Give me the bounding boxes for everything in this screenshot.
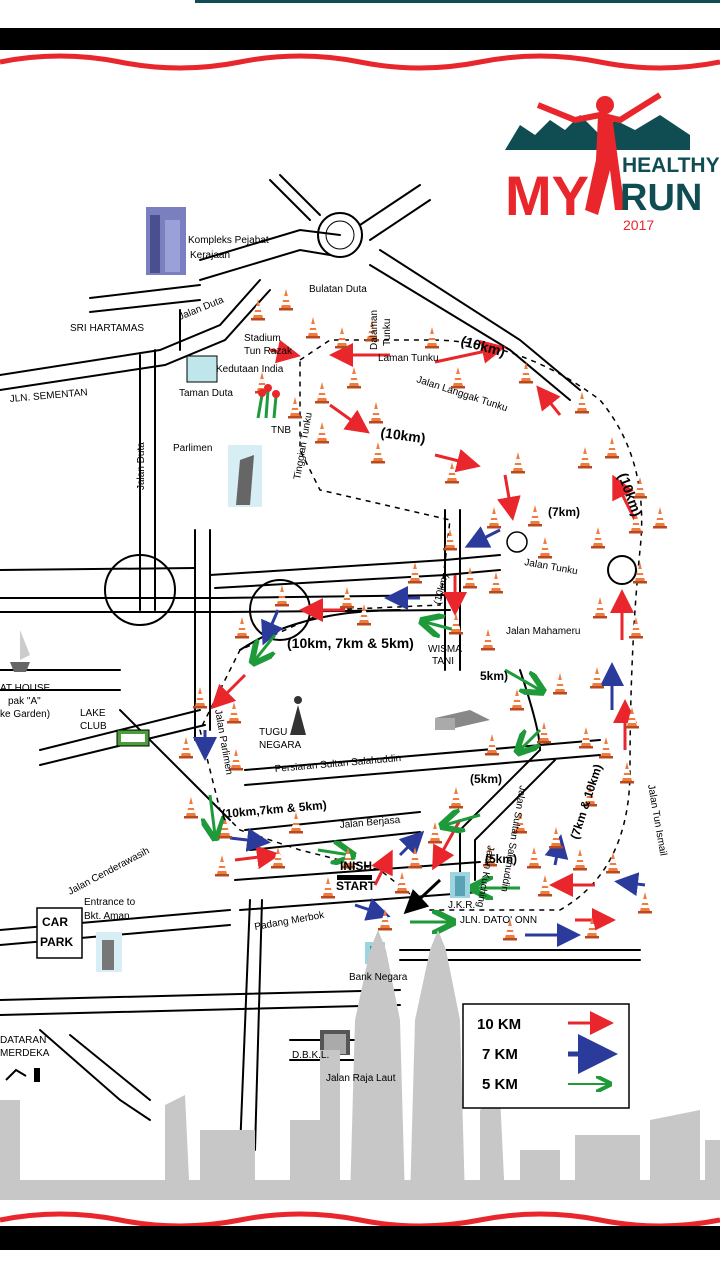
label-stadium: Stadium (244, 333, 281, 344)
label-raja-laut: Jalan Raja Laut (326, 1073, 396, 1084)
label-parlimen: Parlimen (173, 443, 212, 454)
label-ke-garden: ke Garden) (0, 709, 50, 720)
label-bulatan-duta: Bulatan Duta (309, 284, 367, 295)
parlimen-tower-icon (228, 445, 262, 507)
kompleks-building-icon (146, 207, 186, 275)
label-kompleks: Kompleks Pejabat (188, 235, 269, 246)
top-black-bar (0, 28, 720, 50)
car-park-box (36, 907, 83, 959)
label-wisma: WISMA (428, 644, 462, 655)
tnb-tulip-icon (256, 384, 280, 419)
route-label-10km-mid: (10km) (380, 424, 427, 446)
label-sri-hartamas: SRI HARTAMAS (70, 323, 144, 334)
label-dato-onn: JLN. DATO' ONN (460, 915, 537, 926)
legend-5km-label: 5 KM (482, 1076, 518, 1093)
label-tani: TANI (432, 656, 454, 667)
label-car: CAR (42, 915, 68, 929)
label-tun-razak: Tun Razak (244, 346, 293, 357)
label-tugu: TUGU (259, 727, 287, 738)
road-network (0, 174, 641, 1151)
label-start: START (336, 879, 376, 893)
label-tinggian-tunku: Tinggian Tunku (292, 412, 315, 481)
logo-run-text: RUN (620, 177, 702, 219)
label-finish: INISH (340, 859, 372, 873)
label-jalan-berjasa: Jalan Berjasa (339, 815, 401, 831)
label-tunku-vertical: Tunku (382, 319, 393, 346)
jkr-building-icon (450, 872, 470, 898)
label-jln-sementan: JLN. SEMENTAN (9, 387, 88, 405)
label-taman-duta: Taman Duta (179, 388, 233, 399)
bottom-wave-border (0, 1211, 720, 1226)
label-laman-tunku: Laman Tunku (378, 353, 439, 364)
logo-healthy-text: HEALTHY (622, 154, 720, 177)
label-kerajaan: Kerajaan (190, 250, 230, 261)
route-label-all-distances-2: (10km,7km & 5km) (221, 798, 327, 821)
top-accent-line (195, 0, 720, 3)
label-jalan-tunku: Jalan Tunku (523, 557, 578, 577)
route-label-all-distances: (10km, 7km & 5km) (287, 635, 414, 651)
tugu-negara-icon (290, 696, 306, 735)
route-label-7km: (7km) (548, 505, 580, 519)
route-label-10km-small: (10km) (432, 573, 451, 606)
logo-my-text: MY (505, 164, 589, 227)
label-langgak-tunku: Jalan Langgak Tunku (415, 374, 509, 414)
distance-legend: 10 KM 7 KM 5 KM (462, 1003, 630, 1109)
top-wave-border (0, 53, 720, 71)
legend-7km-label: 7 KM (482, 1046, 518, 1063)
run-route-map: MY HEALTHY RUN 2017 Kompleks Pejabat Ker… (0, 53, 720, 1226)
logo-year-text: 2017 (623, 217, 654, 233)
label-jkr: J.K.R. (448, 900, 475, 911)
bkt-aman-tower-icon (96, 932, 122, 972)
label-tun-ismail: Jalan Tun Ismail (645, 784, 668, 857)
bottom-black-bar (0, 1226, 720, 1250)
dataran-merdeka-icon (5, 1068, 40, 1082)
boat-house-icon (10, 630, 30, 672)
label-dataran: DATARAN (0, 1035, 46, 1046)
label-persiaran: Persiaran Sultan Salahuddin (274, 753, 401, 775)
legend-10km-label: 10 KM (477, 1016, 521, 1033)
label-dalaman: Dalaman (369, 310, 380, 350)
label-jalan-mahameru: Jalan Mahameru (506, 626, 580, 637)
route-label-5km-b: (5km) (470, 772, 502, 786)
label-tnb: TNB (271, 425, 291, 436)
label-padang-merbok: Padang Merbok (254, 910, 326, 933)
wisma-tani-icon (435, 710, 490, 730)
route-label-7km-10km: (7km & 10km) (568, 762, 605, 841)
label-bkt-aman: Bkt. Aman (84, 911, 130, 922)
label-merdeka: MERDEKA (0, 1048, 50, 1059)
route-dashed-loop (199, 339, 643, 911)
label-lake: LAKE (80, 708, 106, 719)
top-band (0, 0, 720, 28)
label-boat-house: AT HOUSE (0, 683, 51, 694)
lake-club-icon (116, 729, 150, 747)
label-pak-a: pak "A" (8, 696, 41, 707)
label-dbkl: D.B.K.L. (292, 1050, 329, 1061)
taman-duta-icon (186, 355, 218, 383)
label-kedutaan: Kedutaan India (216, 364, 284, 375)
label-jalan-duta-top: Jalan Duta (177, 295, 226, 323)
label-park: PARK (40, 935, 73, 949)
label-club: CLUB (80, 721, 107, 732)
label-entrance: Entrance to (84, 897, 136, 908)
my-healthy-run-logo: MY HEALTHY RUN 2017 (505, 92, 720, 233)
label-negara: NEGARA (259, 740, 302, 751)
label-bank-negara: Bank Negara (349, 972, 408, 983)
label-jalan-cenderawasih: Jalan Cenderawasih (66, 845, 151, 897)
route-label-5km-a: 5km) (480, 669, 508, 683)
finish-start-gantry-icon (337, 875, 372, 880)
route-arrows (193, 339, 646, 947)
label-jalan-duta: Jalan Duta (136, 442, 147, 490)
footer-band (0, 1250, 720, 1280)
route-label-5km-c: (5km) (485, 852, 517, 866)
